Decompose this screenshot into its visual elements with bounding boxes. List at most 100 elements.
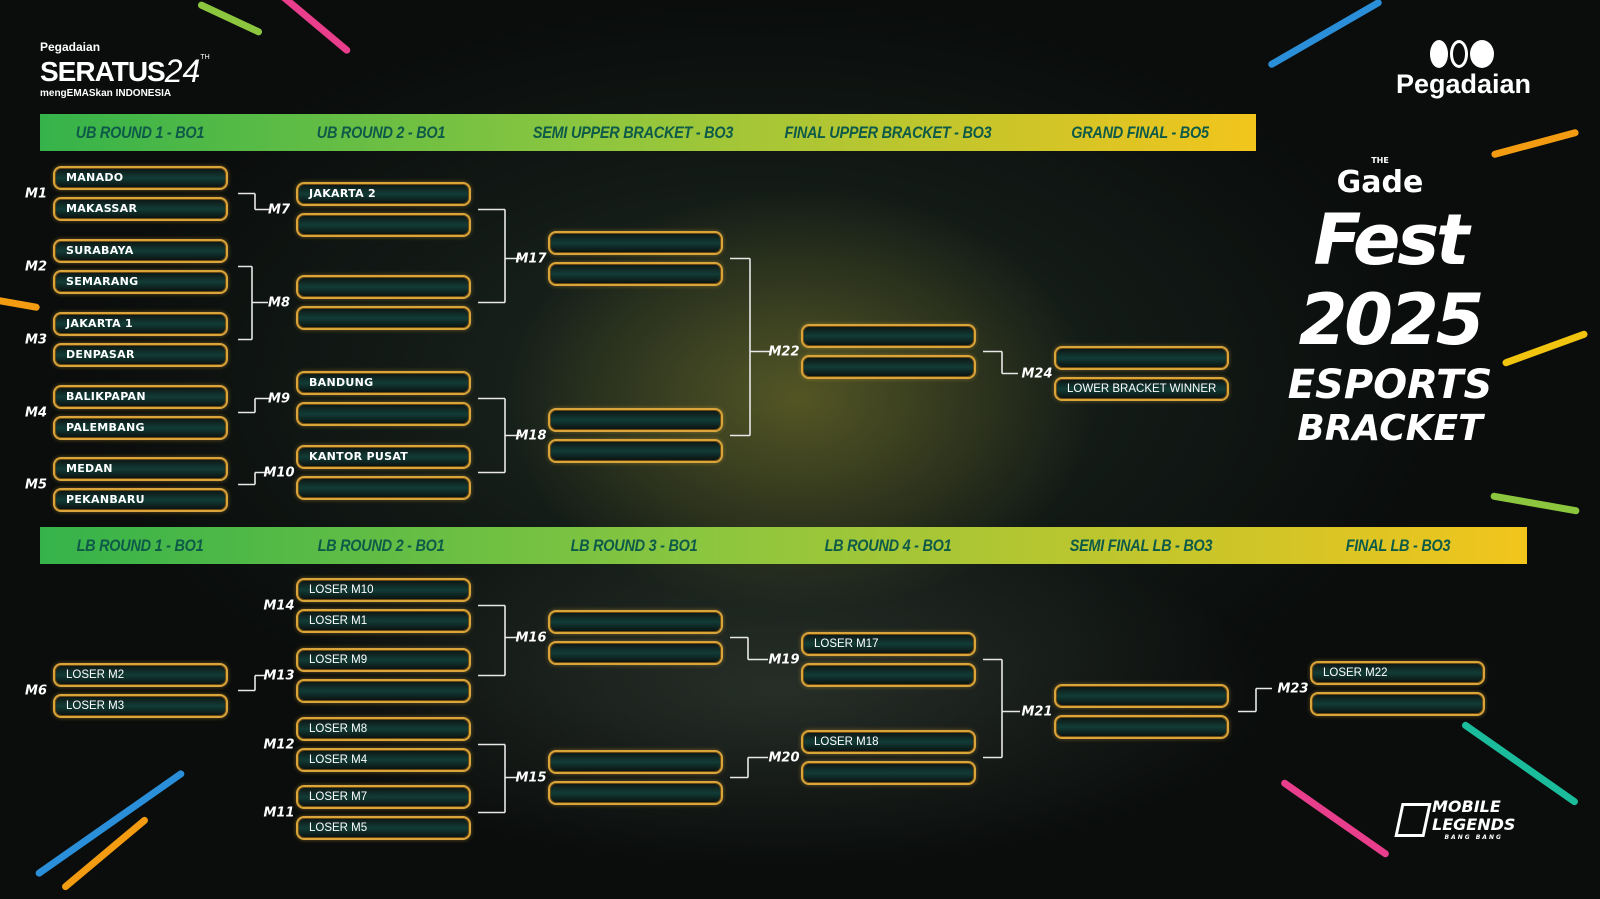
team-slot[interactable]	[296, 402, 471, 426]
match-label: M13	[263, 668, 295, 683]
team-slot[interactable]	[1054, 346, 1229, 370]
logo-name: SERATUS	[40, 56, 166, 87]
team-slot[interactable]: LOSER M9	[296, 648, 471, 672]
logo-number: 24	[164, 53, 201, 89]
round-header: LB ROUND 1 - BO1	[76, 536, 204, 555]
match-label: M12	[263, 737, 295, 752]
team-slot[interactable]: LOSER M1	[296, 609, 471, 633]
seratus-24-logo: Pegadaian SERATUS 24 TH mengEMASkan INDO…	[40, 40, 210, 100]
team-slot[interactable]	[548, 408, 723, 432]
team-slot[interactable]: BALIKPAPAN	[53, 385, 228, 409]
team-slot[interactable]: PEKANBARU	[53, 488, 228, 512]
team-slot[interactable]: LOSER M18	[801, 730, 976, 754]
mobile-legends-logo: MOBILE LEGENDS BANG BANG	[1394, 798, 1516, 842]
event-esports: ESPORTS	[1287, 362, 1493, 408]
event-the: THE	[1371, 156, 1389, 165]
round-header: GRAND FINAL - BO5	[1071, 123, 1209, 142]
match-label: M8	[268, 295, 290, 310]
match-label: M6	[25, 683, 47, 698]
team-slot[interactable]: LOSER M10	[296, 578, 471, 602]
team-slot[interactable]	[296, 275, 471, 299]
team-slot[interactable]: MAKASSAR	[53, 197, 228, 221]
match-label: M22	[768, 344, 800, 359]
team-slot[interactable]: LOSER M8	[296, 717, 471, 741]
match-label: M11	[263, 805, 295, 820]
team-slot[interactable]: LOSER M7	[296, 785, 471, 809]
team-slot[interactable]: LOWER BRACKET WINNER	[1054, 377, 1229, 401]
team-slot[interactable]	[296, 213, 471, 237]
event-gade: Gade	[1336, 165, 1424, 200]
logo-tagline: mengEMASkan INDONESIA	[40, 88, 172, 99]
round-header: LB ROUND 4 - BO1	[824, 536, 952, 555]
match-label: M19	[768, 652, 800, 667]
team-slot[interactable]: LOSER M4	[296, 748, 471, 772]
match-label: M9	[268, 391, 290, 406]
team-slot[interactable]	[548, 781, 723, 805]
team-slot[interactable]	[801, 663, 976, 687]
team-slot[interactable]: SURABAYA	[53, 239, 228, 263]
round-header: SEMI FINAL LB - BO3	[1069, 536, 1213, 555]
team-slot[interactable]	[1054, 715, 1229, 739]
team-slot[interactable]: MANADO	[53, 166, 228, 190]
match-label: M17	[515, 251, 547, 266]
team-slot[interactable]: DENPASAR	[53, 343, 228, 367]
match-label: M14	[263, 598, 295, 613]
match-label: M2	[25, 259, 47, 274]
team-slot[interactable]: JAKARTA 2	[296, 182, 471, 206]
team-slot[interactable]: LOSER M3	[53, 694, 228, 718]
match-label: M23	[1277, 681, 1309, 696]
team-slot[interactable]	[801, 324, 976, 348]
team-slot[interactable]: JAKARTA 1	[53, 312, 228, 336]
team-slot[interactable]	[548, 262, 723, 286]
team-slot[interactable]: PALEMBANG	[53, 416, 228, 440]
team-slot[interactable]	[296, 679, 471, 703]
logo-sup: TH	[200, 54, 210, 61]
team-slot[interactable]: BANDUNG	[296, 371, 471, 395]
team-slot[interactable]	[801, 355, 976, 379]
upper-bracket-header: UB ROUND 1 - BO1 UB ROUND 2 - BO1 SEMI UPP…	[40, 114, 1256, 151]
match-label: M24	[1021, 366, 1053, 381]
team-slot[interactable]: MEDAN	[53, 457, 228, 481]
pegadaian-logo: Pegadaian	[1396, 40, 1532, 100]
logo-brand: Pegadaian	[40, 40, 101, 54]
team-slot[interactable]	[1054, 684, 1229, 708]
match-label: M20	[768, 750, 800, 765]
team-slot[interactable]: KANTOR PUSAT	[296, 445, 471, 469]
pegadaian-emblem-icon	[1396, 40, 1528, 68]
match-label: M15	[515, 770, 547, 785]
team-slot[interactable]: LOSER M2	[53, 663, 228, 687]
team-slot[interactable]	[548, 439, 723, 463]
team-slot[interactable]	[1310, 692, 1485, 716]
mlbb-line2: LEGENDS	[1432, 815, 1516, 834]
team-slot[interactable]	[296, 306, 471, 330]
team-slot[interactable]: LOSER M5	[296, 816, 471, 840]
match-label: M1	[25, 186, 47, 201]
team-slot[interactable]: SEMARANG	[53, 270, 228, 294]
team-slot[interactable]	[548, 610, 723, 634]
connector-lines	[238, 192, 1272, 814]
team-slot[interactable]: LOSER M17	[801, 632, 976, 656]
team-slot[interactable]	[801, 761, 976, 785]
round-header: LB ROUND 2 - BO1	[317, 536, 445, 555]
match-label: M4	[25, 405, 47, 420]
round-header: UB ROUND 2 - BO1	[316, 123, 446, 142]
team-slot[interactable]	[548, 641, 723, 665]
match-label: M21	[1021, 704, 1053, 719]
event-year: 2025	[1298, 279, 1485, 361]
mlbb-line3: BANG BANG	[1444, 834, 1503, 841]
round-header: FINAL UPPER BRACKET - BO3	[784, 123, 992, 142]
match-label: M18	[515, 428, 547, 443]
event-bracket: BRACKET	[1297, 408, 1483, 449]
round-header: UB ROUND 1 - BO1	[75, 123, 205, 142]
team-slot[interactable]	[548, 750, 723, 774]
match-label: M5	[25, 477, 47, 492]
team-slot[interactable]	[548, 231, 723, 255]
pegadaian-text: Pegadaian	[1396, 69, 1532, 99]
lower-bracket-header: LB ROUND 1 - BO1 LB ROUND 2 - BO1 LB ROUND…	[40, 527, 1527, 564]
team-slot[interactable]	[296, 476, 471, 500]
match-label: M10	[263, 465, 295, 480]
team-slot[interactable]: LOSER M22	[1310, 661, 1485, 685]
round-header: LB ROUND 3 - BO1	[570, 536, 698, 555]
round-header: SEMI UPPER BRACKET - BO3	[532, 123, 734, 142]
